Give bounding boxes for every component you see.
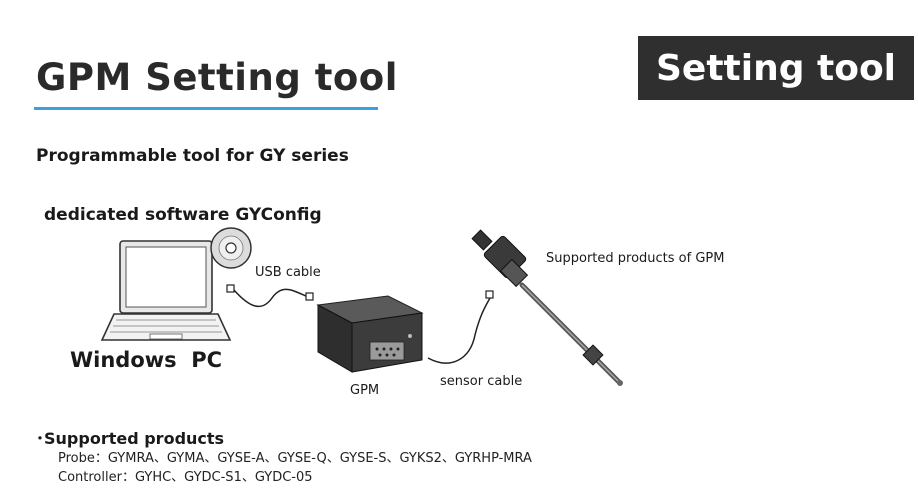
usb-cable-label: USB cable [255,265,321,280]
supported-products-heading: ･Supported products [36,429,225,448]
sensor-cable-icon [427,290,494,364]
laptop-icon [100,240,232,341]
cd-icon [210,227,252,269]
usb-cable-icon [226,284,314,308]
controller-list: Controller：GYHC、GYDC-S1、GYDC-05 [58,470,313,485]
gpm-device-icon [316,295,424,373]
probe-list: Probe：GYMRA、GYMA、GYSE-A、GYSE-Q、GYSE-S、GY… [58,451,532,466]
supported-products-label: Supported products of GPM [546,251,725,266]
section-badge: Setting tool [638,36,914,100]
title-underline [34,107,378,110]
pc-label: Windows PC [70,348,223,372]
sensor-cable-label: sensor cable [440,374,523,389]
subtitle: Programmable tool for GY series [36,146,349,166]
probe-sensor-icon [471,229,623,386]
page-title: GPM Setting tool [36,56,398,99]
gpm-label: GPM [350,383,380,398]
software-label: dedicated software GYConfig [44,205,322,225]
